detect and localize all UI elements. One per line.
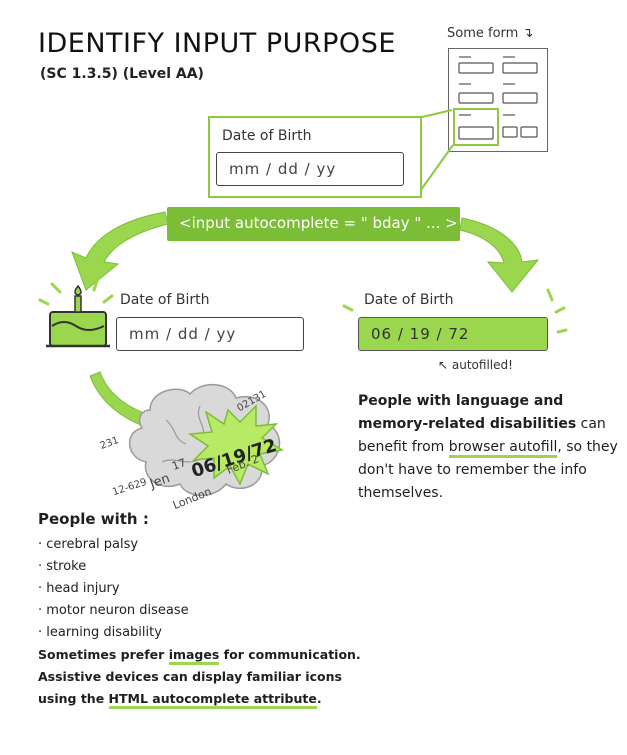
right-form-label: Date of Birth bbox=[364, 292, 454, 308]
top-date-input[interactable]: mm / dd / yy bbox=[216, 152, 404, 186]
assistive-note: Assistive devices can display familiar i… bbox=[38, 666, 368, 710]
top-form-label: Date of Birth bbox=[222, 128, 312, 144]
autocomplete-code-bar: <input autocomplete = " bday " ... > bbox=[167, 207, 460, 241]
curved-arrow-icon: ↴ bbox=[522, 26, 534, 41]
mini-form-fields bbox=[453, 56, 538, 146]
left-form-label: Date of Birth bbox=[120, 292, 210, 308]
right-arrow-icon bbox=[459, 217, 540, 293]
autocomplete-code: <input autocomplete = " bday " ... > bbox=[179, 214, 458, 232]
page-title: IDENTIFY INPUT PURPOSE bbox=[38, 28, 396, 59]
top-form-card: Date of Birth mm / dd / yy bbox=[208, 116, 422, 198]
autofill-explanation: People with language and memory-related … bbox=[358, 393, 618, 501]
list-item: · head injury bbox=[38, 581, 120, 596]
autofill-heading: People with language and memory-related … bbox=[358, 393, 577, 432]
brain-icon bbox=[128, 384, 285, 496]
list-heading: People with : bbox=[38, 510, 149, 528]
page-subtitle: (SC 1.3.5) (Level AA) bbox=[40, 66, 204, 82]
list-item: · stroke bbox=[38, 559, 87, 574]
disabilities-list: People with : · cerebral palsy · stroke … bbox=[38, 510, 368, 710]
zoom-connector bbox=[417, 109, 454, 195]
some-form-label: Some form ↴ bbox=[447, 26, 534, 41]
left-arrow-icon bbox=[71, 211, 169, 291]
list-item: · cerebral palsy bbox=[38, 537, 139, 552]
images-highlight: images bbox=[168, 647, 220, 665]
images-note: Sometimes prefer images for communicatio… bbox=[38, 644, 368, 666]
mini-form-sketch bbox=[448, 48, 548, 152]
browser-autofill-highlight: browser autofill bbox=[448, 439, 558, 458]
left-date-input[interactable]: mm / dd / yy bbox=[116, 317, 304, 351]
autofilled-note: ↖ autofilled! bbox=[438, 358, 513, 372]
birthday-cake-icon bbox=[46, 284, 110, 348]
html-autocomplete-highlight: HTML autocomplete attribute bbox=[108, 691, 317, 709]
up-arrow-icon: ↖ bbox=[438, 358, 449, 372]
autofilled-date-input[interactable]: 06 / 19 / 72 bbox=[358, 317, 548, 351]
list-item: · motor neuron disease bbox=[38, 603, 189, 618]
list-item: · learning disability bbox=[38, 625, 162, 640]
